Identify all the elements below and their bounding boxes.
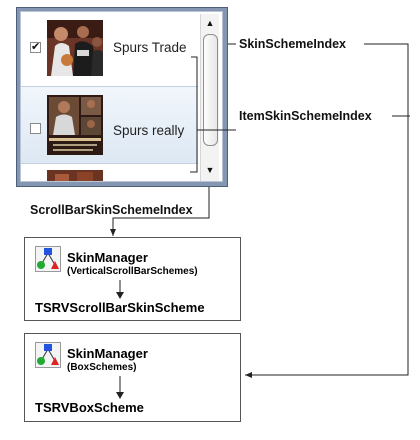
scrollbar-skin-scheme-index-arrow [110, 187, 210, 236]
skin-scheme-index-arrow [245, 43, 409, 378]
skin-manager-icon [35, 246, 61, 272]
item-checkbox[interactable] [30, 123, 41, 134]
scheme-collection-label: (BoxSchemes) [67, 362, 137, 373]
item-checkbox[interactable]: ✔ [30, 41, 41, 53]
list-item[interactable]: ✔ Spurs Trade [21, 12, 198, 86]
arrow-down-icon [116, 376, 124, 399]
vertical-scrollbar[interactable]: ▲ ▼ [200, 14, 219, 181]
scroll-up-arrow-icon[interactable]: ▲ [205, 18, 215, 28]
skin-manager-icon [35, 342, 61, 368]
item-label: Spurs Trade [113, 40, 187, 55]
list-item-selected[interactable]: Spurs really [21, 86, 198, 164]
scrollbar-skin-manager-box: SkinManager (VerticalScrollBarSchemes) T… [24, 237, 241, 321]
skin-manager-title: SkinManager [67, 346, 148, 361]
photo-player-collage-icon [47, 95, 103, 155]
photo-partial-icon [47, 170, 103, 181]
skin-manager-title: SkinManager [67, 250, 148, 265]
scheme-class-name: TSRVScrollBarSkinScheme [35, 300, 205, 315]
scrollbar-thumb[interactable] [203, 34, 218, 146]
arrow-down-icon [116, 280, 124, 299]
list-item[interactable] [21, 164, 198, 181]
box-skin-manager-box: SkinManager (BoxSchemes) TSRVBoxScheme [24, 333, 241, 422]
item-label: Spurs really [113, 123, 185, 138]
skin-scheme-index-label: SkinSchemeIndex [239, 37, 346, 51]
scheme-class-name: TSRVBoxScheme [35, 400, 144, 415]
scrollbar-skin-scheme-index-label: ScrollBarSkinSchemeIndex [30, 203, 193, 217]
item-skin-scheme-index-label: ItemSkinSchemeIndex [239, 109, 372, 123]
scroll-down-arrow-icon[interactable]: ▼ [205, 165, 215, 175]
scheme-collection-label: (VerticalScrollBarSchemes) [67, 266, 198, 277]
photo-players-icon [47, 20, 103, 76]
item-bracket [190, 56, 198, 173]
image-list-box[interactable]: ✔ Spurs Trade [20, 11, 223, 182]
